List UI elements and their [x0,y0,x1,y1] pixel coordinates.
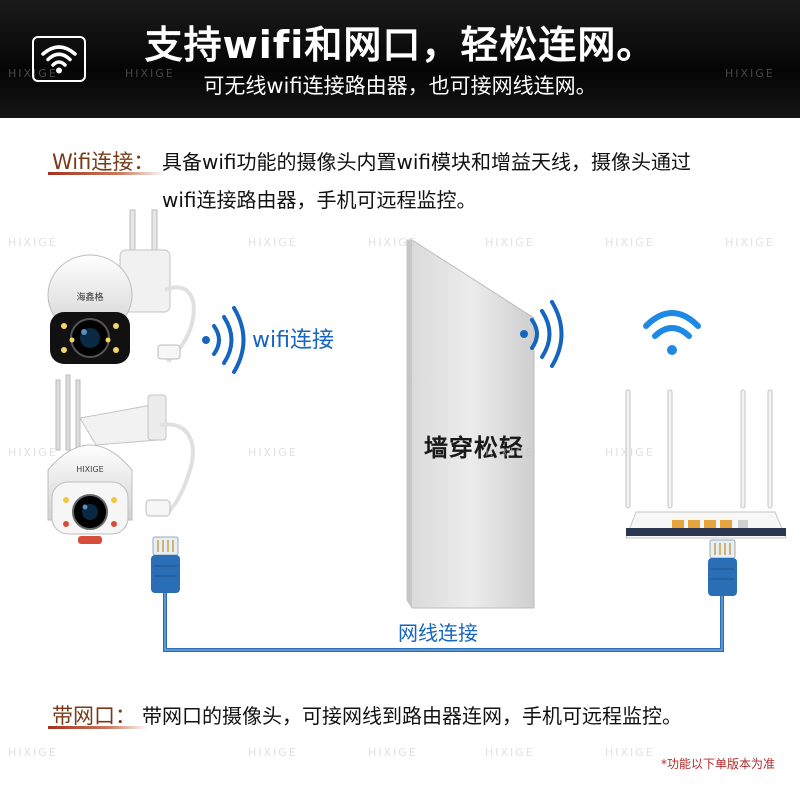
wifi-signal-left [202,306,246,374]
wifi-section-label: Wifi连接： [52,150,155,174]
rj45-plug-left [151,536,180,593]
header-banner: 支持wifi和网口，轻松连网。 可无线wifi连接路由器，也可接网线连网。 HI… [0,0,800,118]
wifi-section-line1: 具备wifi功能的摄像头内置wifi模块和增益天线，摄像头通过 [162,150,692,174]
rj45-plug-right [708,539,737,596]
wifi-icon [32,36,86,82]
port-section-label: 带网口： [52,704,136,728]
camera-bottom: HIXIGE [47,374,195,544]
watermark: HIXIGE [725,236,775,249]
watermark: HIXIGE [248,236,298,249]
watermark: HIXIGE [725,67,775,80]
watermark: HIXIGE [605,236,655,249]
footnote: *功能以下单版本为准 [661,757,776,771]
cable-connection-label: 网线连接 [398,621,478,645]
watermark: HIXIGE [8,446,58,459]
watermark: HIXIGE [485,746,535,759]
wifi-connection-label: wifi连接 [252,328,334,353]
watermark: HIXIGE [248,446,298,459]
page-title: 支持wifi和网口，轻松连网。 [144,23,656,67]
watermark: HIXIGE [248,746,298,759]
watermark: HIXIGE [8,746,58,759]
watermark: HIXIGE [8,67,58,80]
camera-top-brand: 海鑫格 [76,291,103,303]
watermark: HIXIGE [368,746,418,759]
watermark: HIXIGE [368,236,418,249]
wifi-label-underline [48,172,166,175]
wall-label: 墙穿松轻 [424,434,524,462]
camera-bottom-brand: HIXIGE [76,465,103,474]
watermark: HIXIGE [605,446,655,459]
watermark: HIXIGE [8,236,58,249]
watermark: HIXIGE [485,236,535,249]
watermark: HIXIGE [485,446,535,459]
router-wifi-icon [643,310,701,355]
wifi-section-line2: wifi连接路由器，手机可远程监控。 [162,188,477,212]
wifi-signal-wall [520,300,564,368]
page-subtitle: 可无线wifi连接路由器，也可接网线连网。 [203,74,597,98]
port-section-text: 带网口的摄像头，可接网线到路由器连网，手机可远程监控。 [142,704,682,728]
port-label-underline [48,726,148,729]
router [625,389,787,539]
wall [406,239,535,609]
watermark: HIXIGE [605,746,655,759]
camera-top: 海鑫格 [47,209,196,364]
watermark: HIXIGE [125,67,175,80]
